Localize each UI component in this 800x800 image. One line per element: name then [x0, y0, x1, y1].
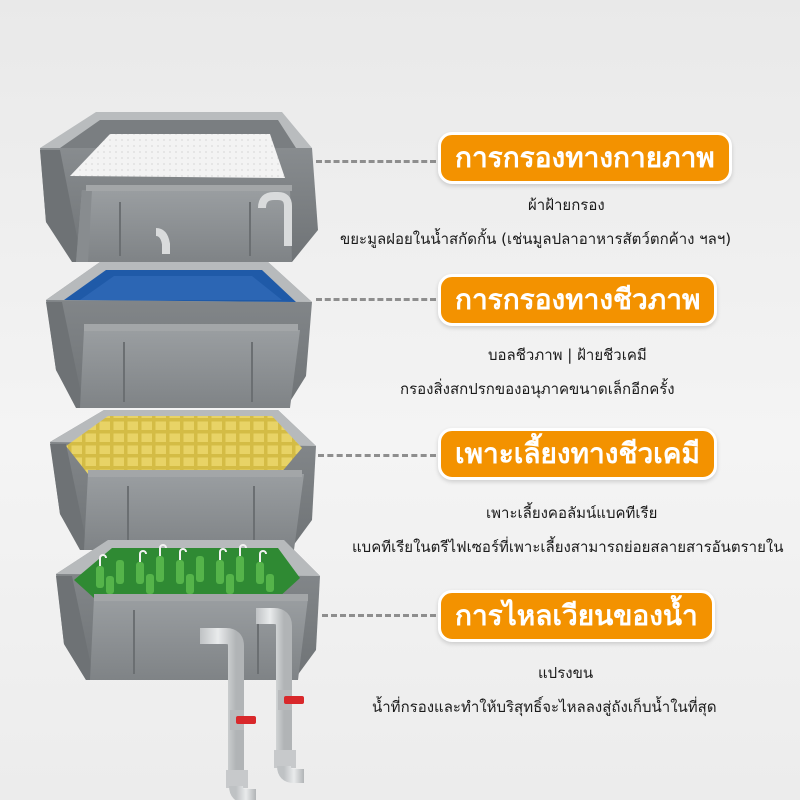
section-line: น้ำที่กรองและทำให้บริสุทธิ์จะไหลลงสู่ถัง… [372, 698, 717, 716]
leader-line [318, 454, 436, 457]
bacteria-column-grid [66, 416, 302, 474]
section-line: ผ้าฝ้ายกรอง [528, 196, 605, 214]
box-water-circulation [56, 540, 320, 680]
leader-line [322, 614, 436, 617]
section-title-biological-filtration: การกรองทางชีวภาพ [438, 274, 718, 326]
outlet-pipes [200, 608, 304, 800]
section-line: กรองสิ่งสกปรกของอนุภาคขนาดเล็กอีกครั้ง [400, 380, 675, 398]
section-title-biochemical-culture: เพาะเลี้ยงทางชีวเคมี [438, 428, 717, 480]
section-title-physical-filtration: การกรองทางกายภาพ [438, 132, 732, 184]
section-line: แบคทีเรียในตรีไฟเซอร์ที่เพาะเลี้ยงสามารถ… [352, 538, 784, 556]
section-line: เพาะเลี้ยงคอลัมน์แบคทีเรีย [486, 504, 658, 522]
section-line: แปรงขน [538, 664, 594, 682]
box-biochemical-culture [50, 410, 316, 550]
box-biological-filtration [46, 262, 312, 408]
leader-line [316, 298, 436, 301]
section-line: บอลชีวภาพ | ฝ้ายชีวเคมี [488, 346, 647, 364]
box-physical-filtration [40, 112, 318, 262]
section-title-water-circulation: การไหลเวียนของน้ำ [438, 590, 715, 642]
valve-handle-icon [278, 690, 304, 710]
section-line: ขยะมูลฝอยในน้ำสกัดกั้น (เช่นมูลปลาอาหารส… [340, 230, 732, 248]
valve-handle-icon [230, 710, 256, 730]
leader-line [316, 160, 436, 163]
filter-cotton-pad [70, 134, 285, 178]
